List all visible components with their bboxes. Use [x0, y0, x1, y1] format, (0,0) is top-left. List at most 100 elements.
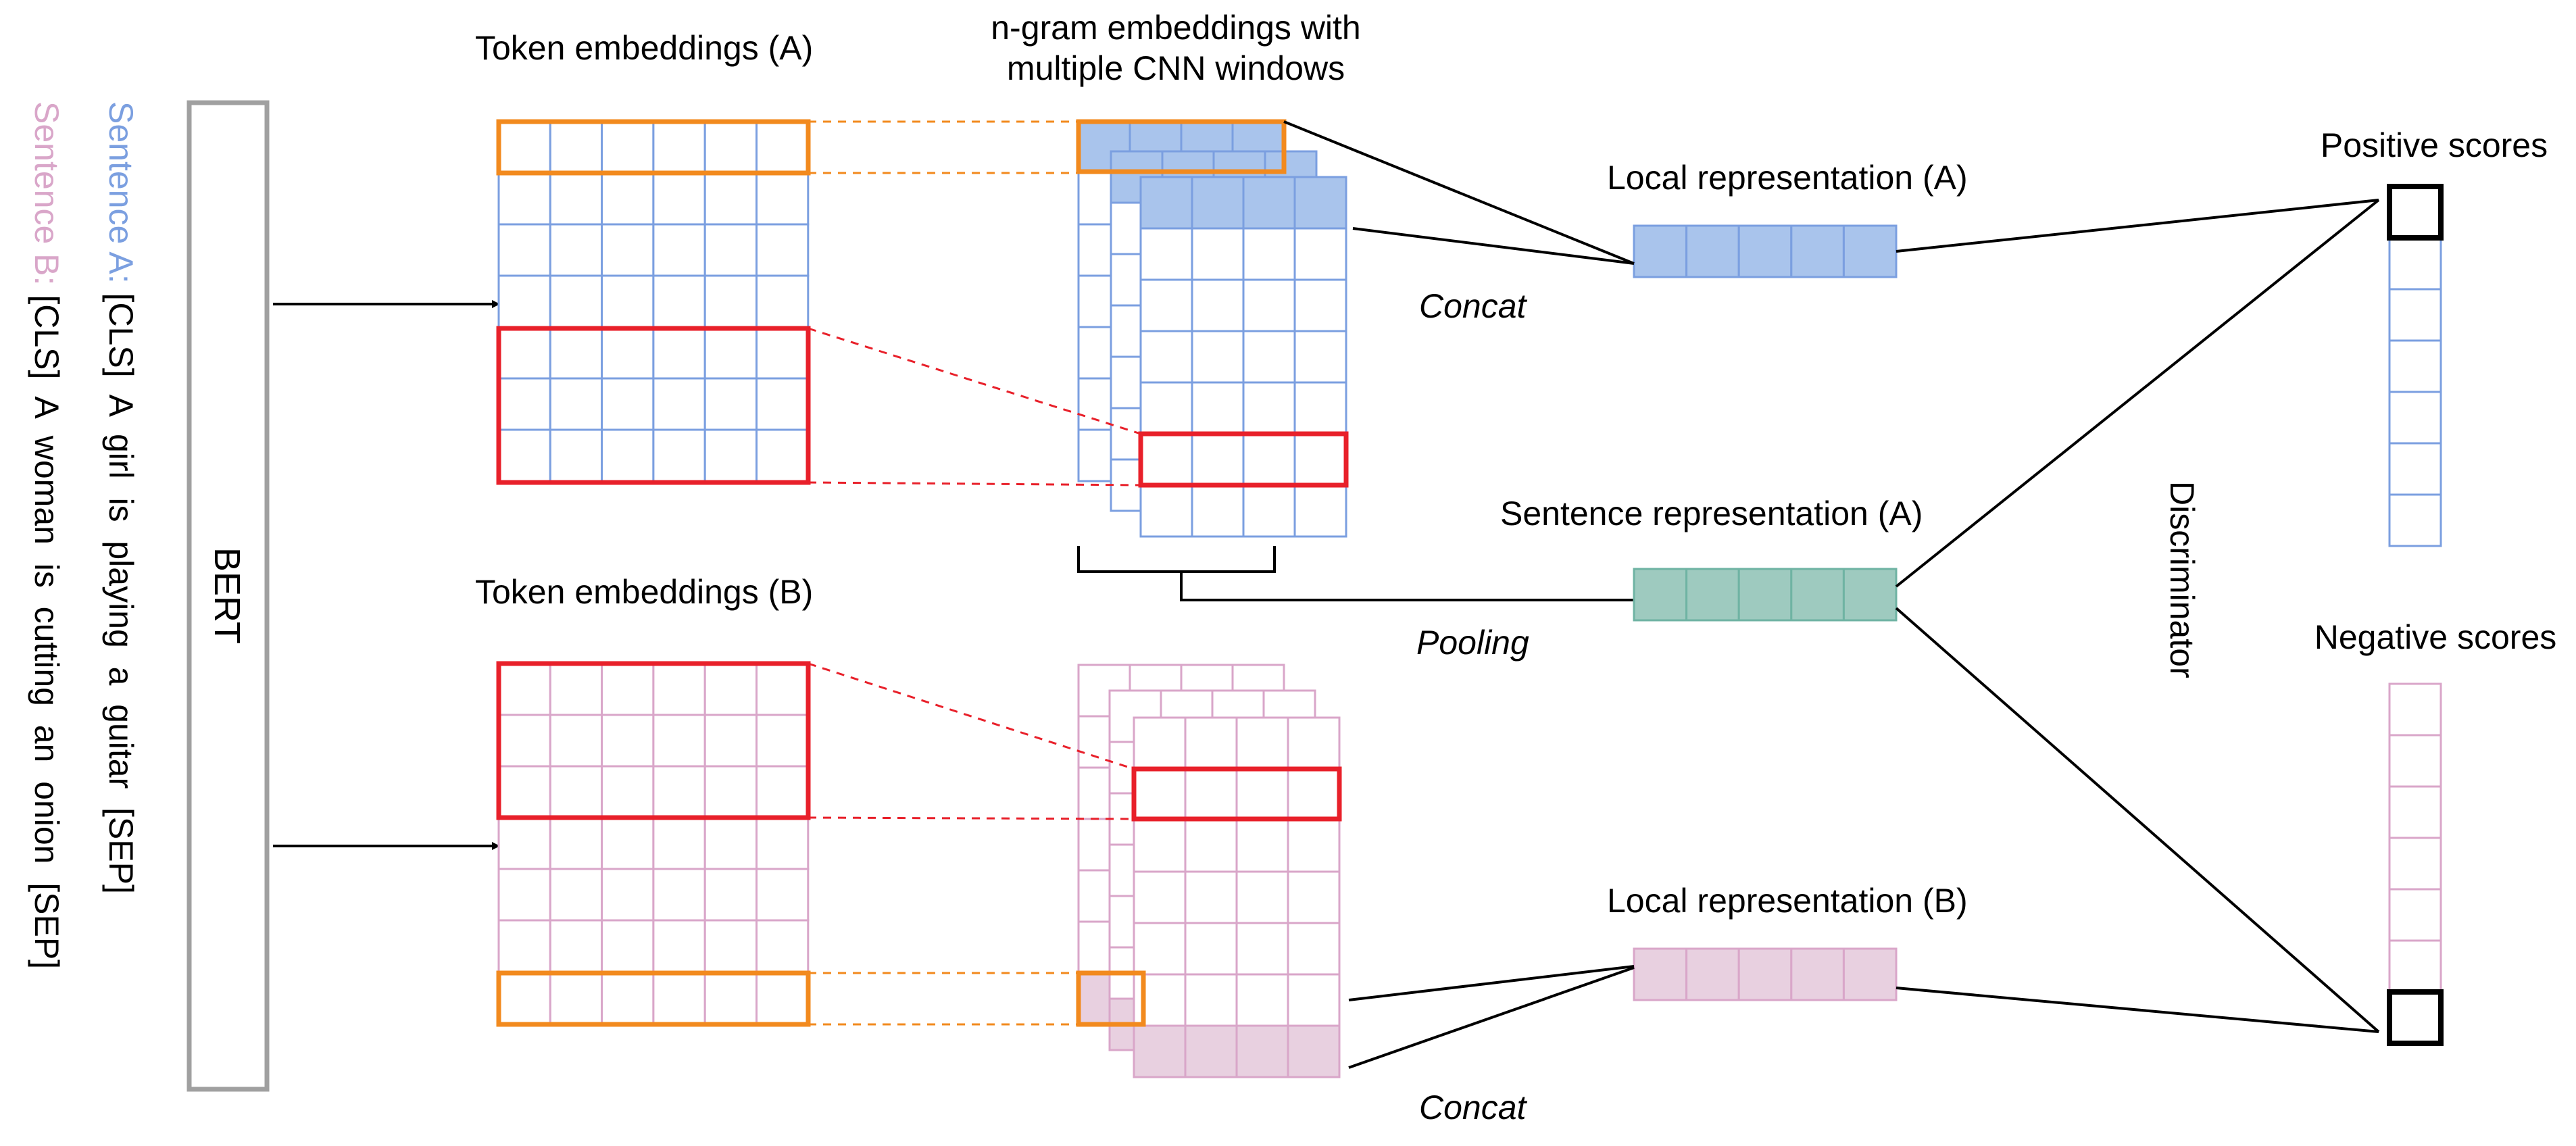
- bert-box: [187, 100, 270, 1092]
- ngram-title-line1: n-gram embeddings with: [991, 9, 1361, 47]
- ngram-stack-b: [1076, 664, 1341, 1078]
- ngram-a-front-cell: [1293, 227, 1347, 281]
- line-ngram-b-to-local-b-lower: [1348, 966, 1635, 1069]
- token-a-cell: [549, 428, 603, 482]
- token-a-cell: [497, 428, 551, 482]
- ngram-a-front-cell: [1191, 227, 1245, 281]
- token-b-cell: [497, 765, 551, 819]
- token-b-cell: [756, 919, 810, 973]
- ngram-a-red-window: [1138, 431, 1349, 488]
- proj-a-red-bottom: [808, 481, 1141, 487]
- projection-lines: [808, 120, 1141, 1026]
- token-a-cell: [703, 120, 758, 174]
- token-embeddings-b-title: Token embeddings (B): [475, 573, 813, 611]
- token-a-cell: [703, 428, 758, 482]
- ngram-b-front-cell: [1235, 768, 1289, 822]
- token-a-cell: [703, 377, 758, 431]
- ngram-a-front-cell: [1139, 381, 1193, 435]
- proj-b-red-bottom: [808, 816, 1135, 820]
- token-a-cell: [601, 377, 655, 431]
- positive-score-cell: [2388, 339, 2442, 393]
- ngram-b-front-cell: [1133, 819, 1187, 873]
- ngram-b-orange-window: [1076, 970, 1146, 1027]
- token-b-cell: [703, 919, 758, 973]
- connector-lines: [1283, 120, 2380, 1069]
- positive-score-cell: [2388, 391, 2442, 445]
- ngram-a-front-cell: [1191, 176, 1245, 230]
- negative-score-cell: [2388, 939, 2442, 993]
- token-a-cell: [601, 223, 655, 277]
- token-a-cell: [497, 223, 551, 277]
- negative-score-cell: [2388, 734, 2442, 788]
- ngram-a-front-cell: [1139, 432, 1193, 487]
- positive-scores-column: [2387, 184, 2444, 547]
- token-b-cell: [652, 868, 706, 922]
- positive-score-box: [2387, 184, 2444, 241]
- sentence-a-cell: [1685, 568, 1740, 622]
- token-a-orange-window: [496, 119, 811, 176]
- negative-score-cell: [2388, 888, 2442, 942]
- local-b-cell: [1790, 947, 1845, 1001]
- ngram-a-front-cell: [1191, 278, 1245, 332]
- token-a-cell: [652, 274, 706, 328]
- ngram-a-front-cell: [1293, 381, 1347, 435]
- local-representation-b-vector: [1633, 947, 1898, 1001]
- ngram-a-front-cell: [1293, 432, 1347, 487]
- ngram-a-front-cell: [1139, 484, 1193, 538]
- ngram-a-front-cell: [1191, 330, 1245, 384]
- ngram-b-front-cell: [1287, 973, 1341, 1027]
- ngram-b-front-cell: [1235, 870, 1289, 924]
- token-b-cell: [756, 970, 810, 1024]
- line-local-b-to-negative: [1896, 987, 2379, 1033]
- token-b-cell: [549, 919, 603, 973]
- token-a-cell: [703, 172, 758, 226]
- token-b-cell: [497, 816, 551, 870]
- ngram-b-front-cell: [1287, 716, 1341, 770]
- token-b-cell: [652, 765, 706, 819]
- token-b-cell: [703, 765, 758, 819]
- token-b-cell: [549, 816, 603, 870]
- sentence-a-tokens: [CLS] A girl is playing a guitar [SEP]: [102, 293, 140, 894]
- ngram-b-front-cell: [1287, 768, 1341, 822]
- token-a-cell: [497, 172, 551, 226]
- concat-b-label: Concat: [1419, 1089, 1528, 1126]
- token-a-cell: [497, 120, 551, 174]
- negative-score-cell: [2388, 837, 2442, 891]
- discriminator-label: Discriminator: [2163, 481, 2201, 678]
- local-b-cell: [1842, 947, 1898, 1001]
- token-b-cell: [549, 970, 603, 1024]
- token-b-orange-window: [496, 970, 811, 1027]
- token-a-cell: [703, 223, 758, 277]
- token-a-cell: [549, 223, 603, 277]
- token-a-cell: [497, 274, 551, 328]
- token-b-cell: [652, 970, 706, 1024]
- negative-score-box: [2387, 989, 2444, 1046]
- sentence-representation-a-vector: [1633, 568, 1898, 622]
- ngram-b-front-cell: [1287, 870, 1341, 924]
- ngram-a-front-cell: [1242, 227, 1296, 281]
- token-b-cell: [703, 868, 758, 922]
- token-b-cell: [549, 868, 603, 922]
- token-a-cell: [756, 377, 810, 431]
- token-a-cell: [549, 326, 603, 380]
- token-a-cell: [652, 326, 706, 380]
- token-a-cell: [756, 120, 810, 174]
- ngram-a-orange-window: [1076, 119, 1287, 174]
- ngram-a-front-cell: [1139, 330, 1193, 384]
- line-sentence-a-to-negative: [1895, 607, 2380, 1033]
- proj-b-red-top: [808, 662, 1135, 770]
- token-a-cell: [549, 274, 603, 328]
- sentence-a-prefix: Sentence A:: [102, 101, 140, 293]
- token-b-cell: [601, 970, 655, 1024]
- token-b-cell: [497, 714, 551, 768]
- token-b-cell: [756, 662, 810, 716]
- token-a-red-window: [496, 326, 811, 485]
- token-a-cell: [652, 377, 706, 431]
- ngram-a-front-cell: [1191, 381, 1245, 435]
- token-b-cell: [549, 714, 603, 768]
- token-b-cell: [756, 868, 810, 922]
- token-b-cell: [652, 816, 706, 870]
- ngram-b-front-cell: [1184, 768, 1238, 822]
- positive-score-cell: [2388, 288, 2442, 342]
- local-a-cell: [1685, 224, 1740, 278]
